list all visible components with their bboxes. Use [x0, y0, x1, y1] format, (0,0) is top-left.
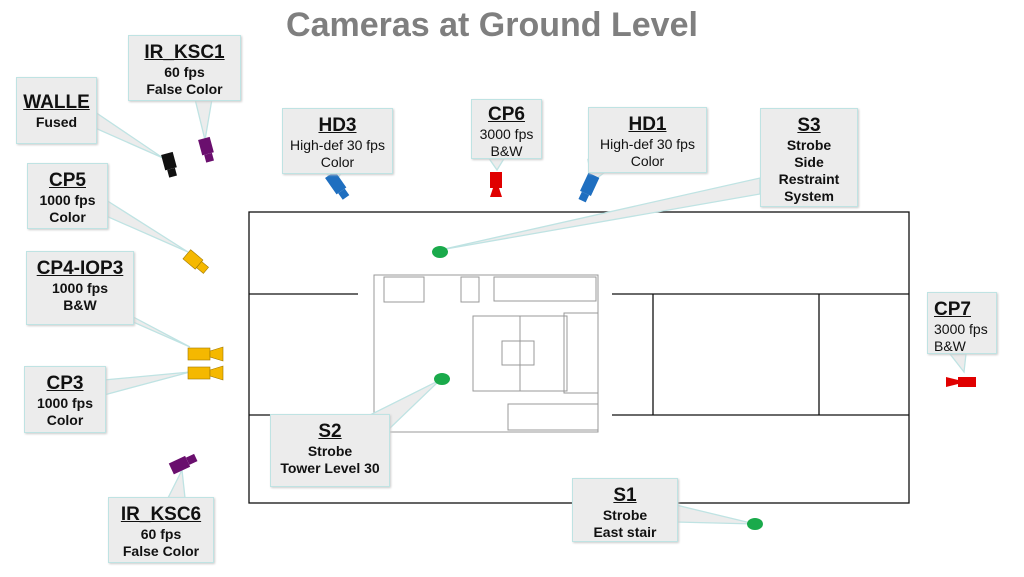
- callout-title: S1: [613, 485, 637, 506]
- strobe-s3-dot: [432, 246, 448, 258]
- callout-line: 1000 fps: [36, 395, 94, 411]
- callout-line: 1000 fps: [39, 192, 96, 208]
- callout-line: Fused: [35, 114, 78, 130]
- strobe-s1-dot: [747, 518, 763, 530]
- callout-tails: [94, 98, 967, 525]
- callout-title: IR_KSC6: [120, 504, 202, 525]
- callout-line: Strobe: [602, 507, 648, 523]
- camera-cp6-icon: [490, 172, 502, 197]
- callout-line: Side: [794, 154, 824, 170]
- callout-line: Strobe: [307, 443, 353, 459]
- callout-title: CP4-IOP3: [36, 258, 124, 279]
- callout-line: Tower Level 30: [280, 460, 380, 476]
- callout-line: Color: [320, 154, 355, 170]
- callout-title: CP7: [934, 299, 971, 320]
- callout-title: S3: [797, 115, 821, 136]
- callout-line: Color: [630, 153, 665, 169]
- callout-line: B&W: [63, 297, 97, 313]
- callout-title: WALLE: [23, 92, 90, 113]
- camera-cp4-iop3-icon: [187, 346, 224, 362]
- callout-line: 3000 fps: [479, 126, 534, 142]
- callout-line: 3000 fps: [934, 321, 988, 337]
- camera-hd3-icon: [325, 171, 350, 200]
- camera-cp7-icon: [946, 377, 976, 387]
- callout-line: 60 fps: [140, 526, 182, 542]
- callout-title: CP6: [488, 104, 525, 125]
- camera-cp3-icon: [187, 365, 224, 381]
- camera-cp5-icon: [182, 249, 209, 274]
- callout-title: HD3: [318, 115, 357, 136]
- callout-title: CP3: [46, 373, 84, 394]
- callout-line: East stair: [593, 524, 657, 540]
- callout-line: System: [784, 188, 834, 204]
- callout-line: High-def 30 fps: [600, 136, 695, 152]
- camera-hd1-icon: [578, 172, 600, 203]
- callout-line: High-def 30 fps: [290, 137, 385, 153]
- camera-walle-icon: [161, 151, 177, 178]
- camera-ir-ksc1-icon: [198, 136, 214, 163]
- strobe-s2-dot: [434, 373, 450, 385]
- callout-line: Restraint: [778, 171, 840, 187]
- callout-line: Strobe: [786, 137, 832, 153]
- callout-line: B&W: [490, 143, 523, 159]
- camera-ir-ksc6-icon: [168, 453, 198, 475]
- callout-line: B&W: [934, 338, 966, 354]
- callout-title: CP5: [49, 170, 86, 191]
- page-title: Cameras at Ground Level: [286, 6, 698, 44]
- callout-line: False Color: [122, 543, 200, 559]
- callout-line: False Color: [146, 81, 223, 97]
- tower-structure: [373, 274, 599, 433]
- callout-title: IR_KSC1: [144, 42, 225, 63]
- strobe-markers: [432, 246, 763, 530]
- callout-line: 60 fps: [164, 64, 205, 80]
- callout-title: HD1: [628, 114, 667, 135]
- cameras: [161, 136, 976, 475]
- callout-line: Color: [49, 209, 86, 225]
- callout-line: 1000 fps: [51, 280, 109, 296]
- callout-line: Color: [46, 412, 84, 428]
- callout-title: S2: [318, 421, 342, 442]
